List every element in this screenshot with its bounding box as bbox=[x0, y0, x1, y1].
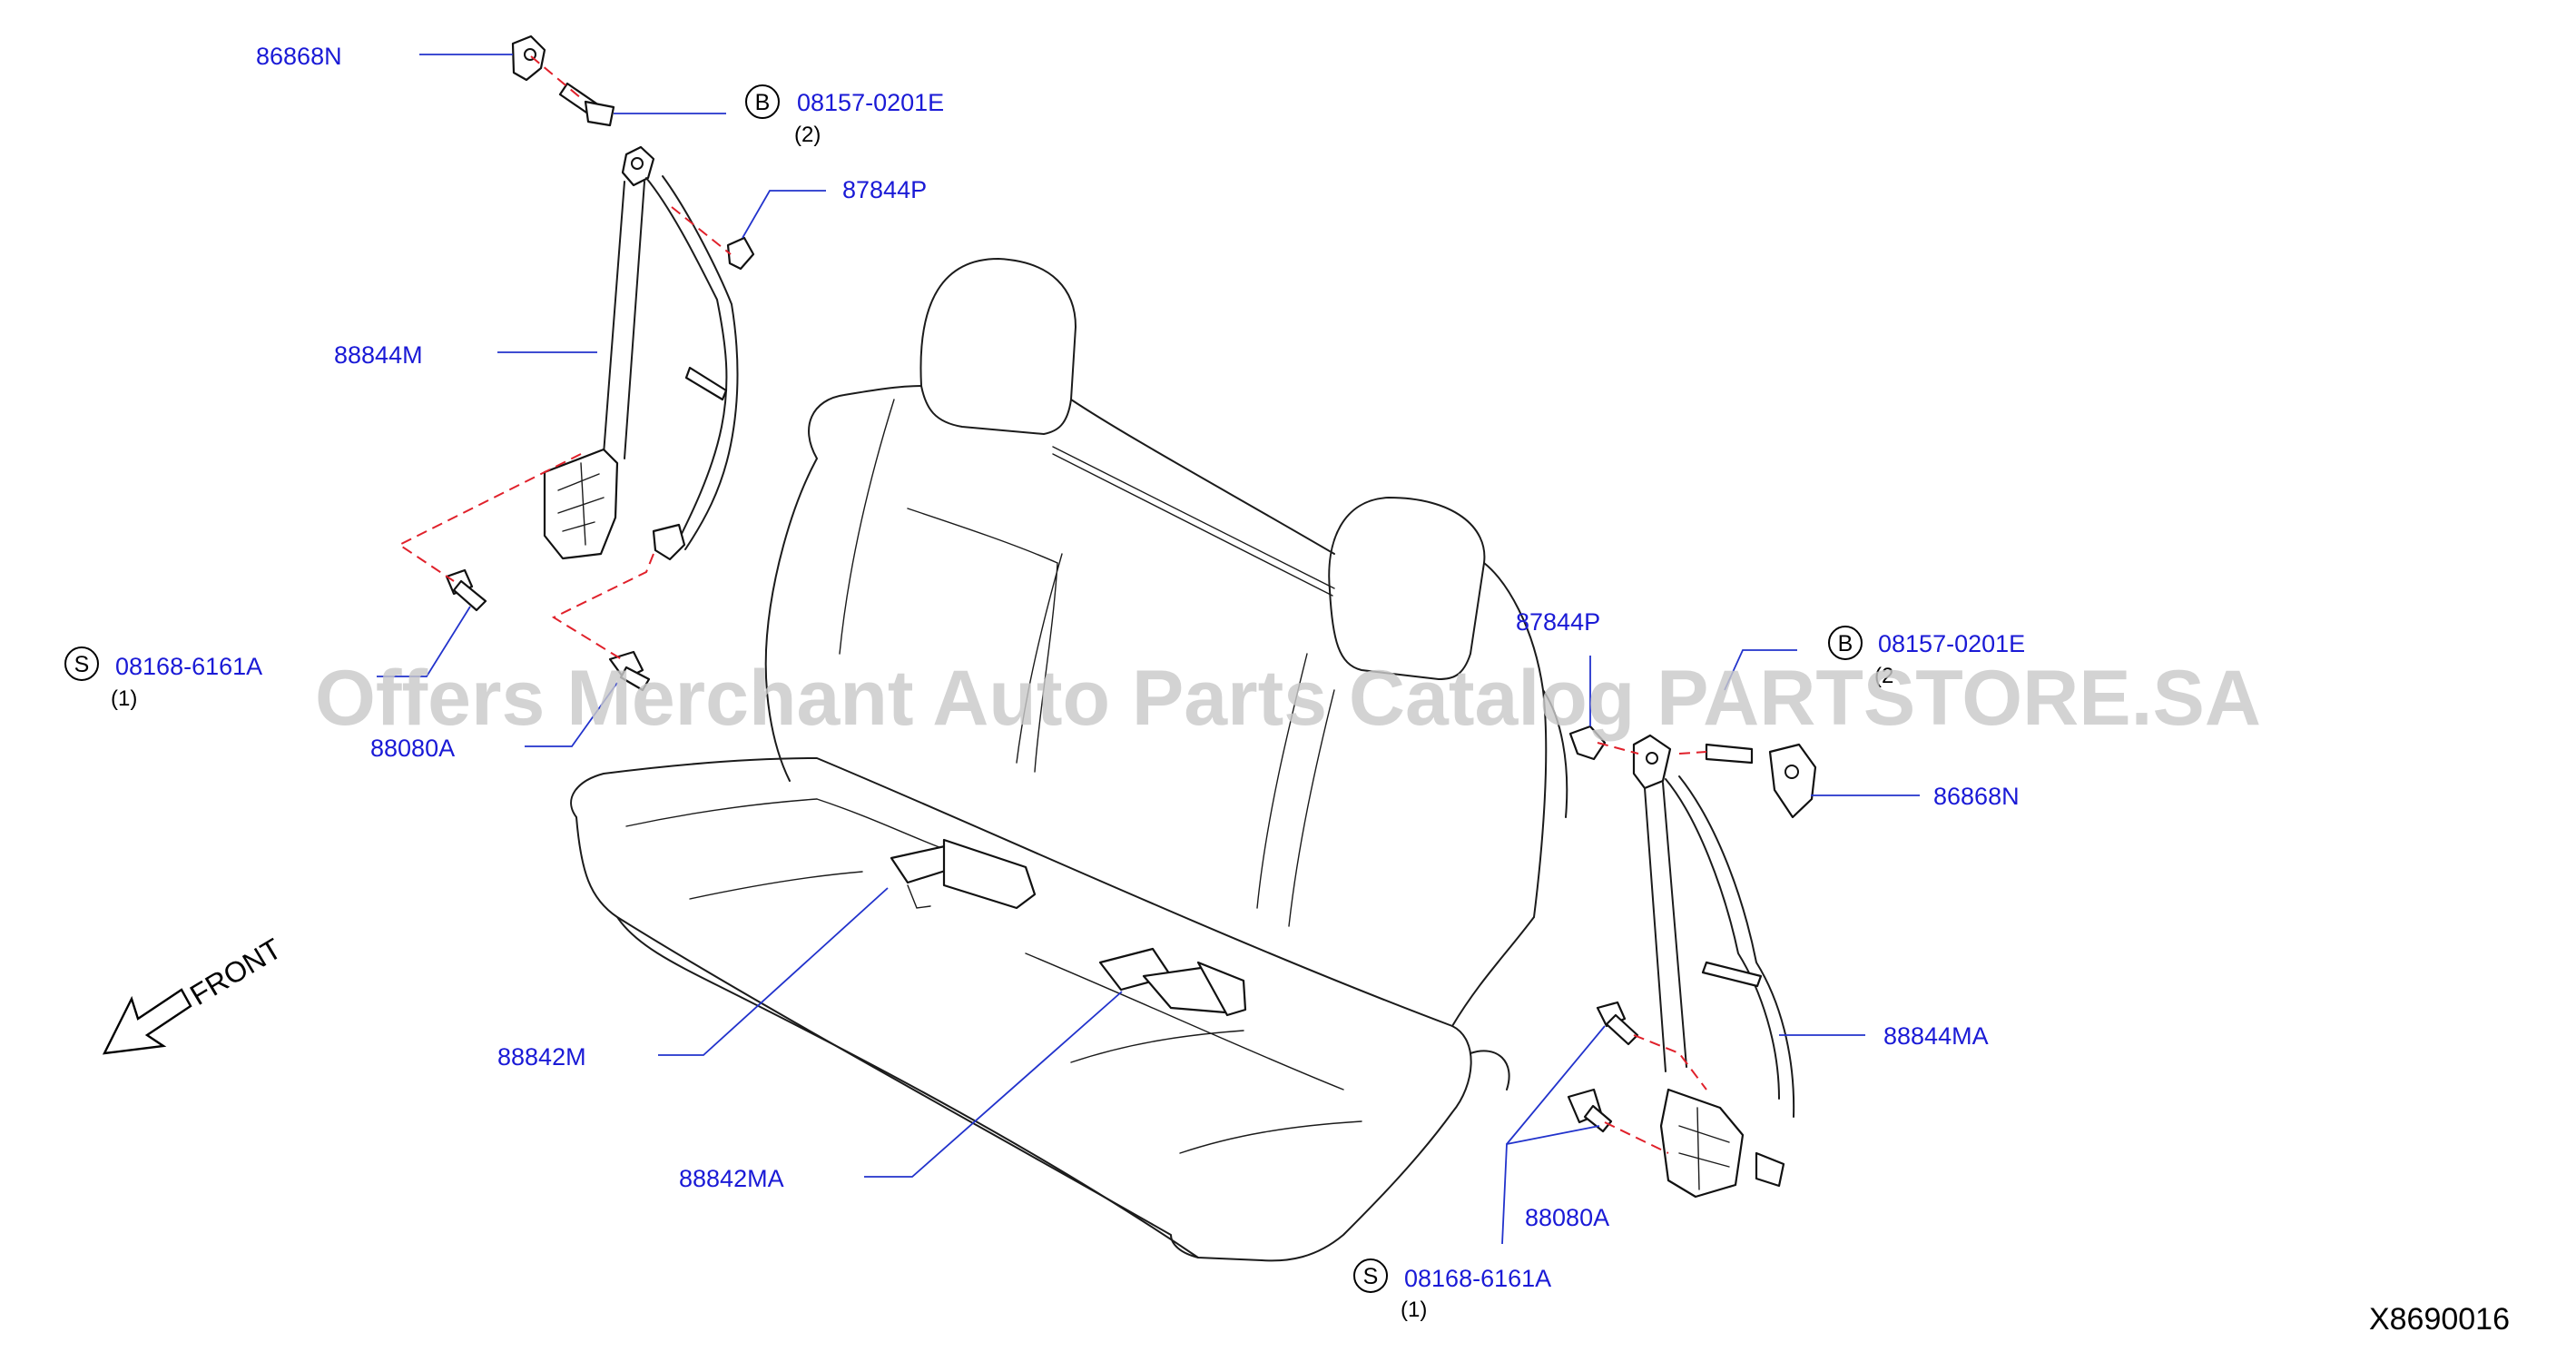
seatback-seam-right bbox=[1256, 653, 1335, 927]
seat-cushion-front-edge bbox=[616, 916, 1199, 1258]
leader-buckle-left bbox=[658, 887, 889, 1056]
leader-lines bbox=[377, 54, 1920, 1245]
callout-bolt-lower-left-symbol bbox=[64, 646, 99, 681]
callout-bolt-upper-right-letter: B bbox=[1838, 631, 1853, 656]
callout-belt-right[interactable]: 88844MA bbox=[1883, 1022, 1989, 1050]
right-belt-guide bbox=[1701, 961, 1763, 988]
left-clip bbox=[608, 650, 651, 692]
right-retractor bbox=[1659, 1088, 1745, 1199]
left-retractor-detail bbox=[557, 462, 605, 546]
right-headrest bbox=[1328, 497, 1486, 680]
callout-cover-right[interactable]: 87844P bbox=[1516, 608, 1600, 636]
front-direction-indicator: FRONT bbox=[102, 932, 287, 1055]
left-lower-bolt bbox=[445, 568, 487, 612]
right-anchor-plate bbox=[1768, 743, 1817, 819]
right-anchor-plate-hole bbox=[1785, 765, 1799, 779]
front-arrow-icon bbox=[102, 988, 192, 1055]
callout-bolt-upper-left-letter: B bbox=[755, 90, 771, 115]
callout-bolt-upper-left-symbol bbox=[745, 84, 780, 119]
right-install-path-clip bbox=[1604, 1121, 1669, 1154]
rear-seat-assembly bbox=[570, 258, 1568, 1262]
right-belt-webbing bbox=[1644, 775, 1795, 1118]
callout-labels: 86868N B 08157-0201E (2) 87844P 88844M S… bbox=[64, 43, 2025, 1322]
leader-bolt-lower-right bbox=[1506, 1025, 1606, 1145]
callout-bolt-lower-left-qty: (1) bbox=[111, 686, 137, 711]
right-install-path-lower-bolt bbox=[1633, 1034, 1707, 1090]
leader-bolt-upper-right bbox=[1724, 649, 1797, 691]
callout-bolt-lower-left[interactable]: 08168-6161A bbox=[115, 653, 262, 680]
right-lower-anchor bbox=[1755, 1151, 1785, 1188]
left-trim-cover bbox=[726, 236, 755, 271]
callout-bolt-lower-right-letter: S bbox=[1363, 1264, 1379, 1289]
seat-side-bolster bbox=[1451, 916, 1535, 1090]
callout-anchor-upper-left[interactable]: 86868N bbox=[256, 43, 342, 70]
callout-cover-upper-left[interactable]: 87844P bbox=[842, 176, 927, 203]
seat-cushion-seam-1 bbox=[625, 798, 945, 850]
callout-bolt-upper-left[interactable]: 08157-0201E bbox=[797, 89, 944, 116]
right-clip bbox=[1567, 1088, 1613, 1133]
seatback-seam-mid bbox=[1016, 553, 1063, 773]
leader-clip-left bbox=[525, 682, 618, 747]
callout-bolt-upper-right-qty: (2 bbox=[1874, 664, 1893, 688]
callout-clip-left[interactable]: 88080A bbox=[370, 735, 455, 762]
left-install-path-upper-bolt bbox=[530, 55, 582, 99]
left-headrest bbox=[919, 258, 1077, 435]
seat-cushion-seam-3 bbox=[1025, 952, 1362, 1154]
leader-buckle-right bbox=[864, 991, 1123, 1178]
left-lower-anchor bbox=[652, 523, 686, 561]
right-lower-bolt bbox=[1596, 1001, 1639, 1046]
callout-bolt-upper-left-qty: (2) bbox=[794, 123, 821, 147]
right-buckle bbox=[1098, 947, 1247, 1017]
front-label: FRONT bbox=[184, 932, 287, 1012]
callout-bolt-upper-right[interactable]: 08157-0201E bbox=[1878, 630, 2025, 657]
right-install-path-cover bbox=[1597, 742, 1639, 755]
callout-bolt-lower-right-symbol bbox=[1353, 1258, 1388, 1293]
callout-bolt-lower-right-qty: (1) bbox=[1401, 1298, 1427, 1322]
right-trim-cover bbox=[1568, 725, 1607, 761]
seatback-top-rod bbox=[1052, 446, 1335, 589]
seatback-top-rod-2 bbox=[1052, 453, 1333, 597]
seatback-seam-left bbox=[839, 399, 1058, 655]
seatback-outline bbox=[764, 385, 1568, 918]
right-install-path-bolt bbox=[1678, 751, 1707, 755]
callout-buckle-right[interactable]: 88842MA bbox=[679, 1165, 784, 1192]
right-retractor-detail bbox=[1678, 1107, 1730, 1190]
left-install-path-cover bbox=[671, 206, 732, 255]
drawing-code: X8690016 bbox=[2369, 1302, 2510, 1337]
left-belt-webbing bbox=[603, 175, 739, 550]
right-shoulder-anchor-bolt bbox=[1646, 752, 1658, 765]
callout-clip-right[interactable]: 88080A bbox=[1525, 1204, 1609, 1231]
callout-buckle-left[interactable]: 88842M bbox=[497, 1043, 586, 1071]
left-seat-belt-assembly bbox=[398, 35, 755, 692]
left-belt-guide bbox=[684, 366, 728, 401]
watermark: Offers Merchant Auto Parts Catalog PARTS… bbox=[315, 655, 2261, 742]
seat-cushion-seam-2 bbox=[689, 871, 1244, 1063]
left-install-path-clip bbox=[551, 553, 654, 662]
leader-cover-upper-left bbox=[742, 190, 826, 239]
callout-bolt-lower-right[interactable]: 08168-6161A bbox=[1404, 1265, 1551, 1292]
callout-bolt-lower-left-letter: S bbox=[74, 652, 90, 677]
leader-bolt-lower-left bbox=[377, 606, 471, 677]
left-install-path-retractor bbox=[398, 453, 582, 582]
right-upper-bolt bbox=[1705, 743, 1754, 765]
right-seat-belt-assembly bbox=[1567, 725, 1817, 1199]
left-upper-bolt bbox=[558, 82, 615, 127]
left-buckle bbox=[890, 838, 1037, 910]
callout-anchor-right[interactable]: 86868N bbox=[1933, 783, 2020, 810]
left-shoulder-anchor-bolt bbox=[631, 157, 644, 170]
callout-bolt-upper-right-symbol bbox=[1828, 626, 1863, 660]
callout-belt-left[interactable]: 88844M bbox=[334, 341, 423, 369]
